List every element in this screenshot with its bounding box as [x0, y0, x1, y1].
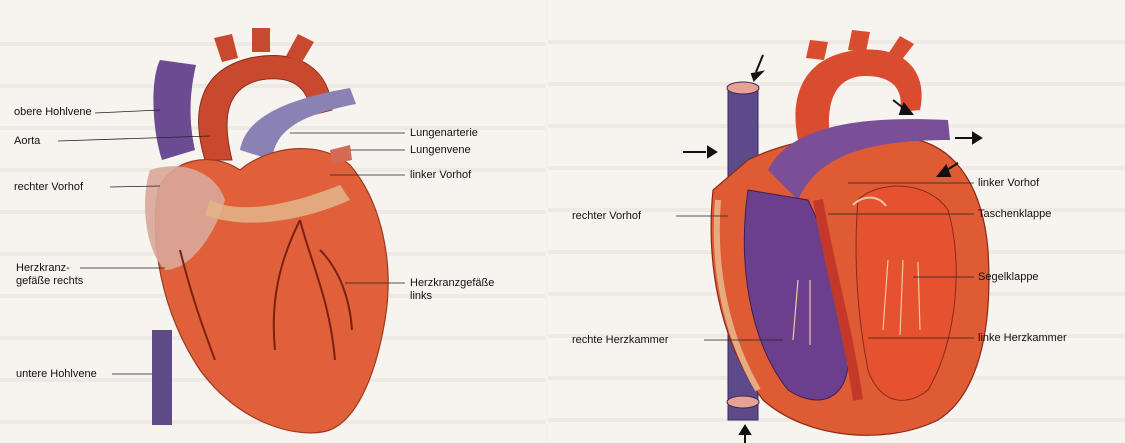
label-rechte-herzkammer: rechte Herzkammer — [572, 334, 669, 346]
label-herzkranz-links-2: links — [410, 290, 432, 302]
label-lungenvene: Lungenvene — [410, 144, 471, 156]
label-herzkranz-links-1: Herzkranzgefäße — [410, 277, 494, 289]
label-rechter-vorhof: rechter Vorhof — [14, 181, 83, 193]
external-heart-panel: obere Hohlvene Aorta rechter Vorhof Herz… — [0, 0, 545, 443]
cross-section-heart-panel: linker Vorhof Taschenklappe Segelklappe … — [548, 0, 1125, 443]
section-aortic-branch-2 — [848, 30, 870, 52]
label-obere-hohlvene: obere Hohlvene — [14, 106, 92, 118]
label-aorta: Aorta — [14, 135, 40, 147]
pulmonary-vein-stub — [330, 145, 352, 164]
aortic-branch-2 — [252, 28, 270, 52]
section-aortic-branch-1 — [806, 40, 828, 60]
label-segelklappe: Segelklappe — [978, 271, 1039, 283]
inferior-vena-cava — [152, 330, 172, 425]
label-herzkranz-2: gefäße rechts — [16, 275, 83, 287]
label-herzkranz-1: Herzkranz- — [16, 262, 70, 274]
label-taschenklappe: Taschenklappe — [978, 208, 1051, 220]
vena-cava-opening-bottom — [727, 396, 759, 408]
label-rechter-vorhof-right: rechter Vorhof — [572, 210, 641, 222]
aortic-branch-1 — [214, 34, 238, 62]
label-linke-herzkammer: linke Herzkammer — [978, 332, 1067, 344]
label-linker-vorhof-right: linker Vorhof — [978, 177, 1039, 189]
label-untere-hohlvene: untere Hohlvene — [16, 368, 97, 380]
label-linker-vorhof-left: linker Vorhof — [410, 169, 471, 181]
label-lungenarterie: Lungenarterie — [410, 127, 478, 139]
vena-cava-opening-top — [727, 82, 759, 94]
